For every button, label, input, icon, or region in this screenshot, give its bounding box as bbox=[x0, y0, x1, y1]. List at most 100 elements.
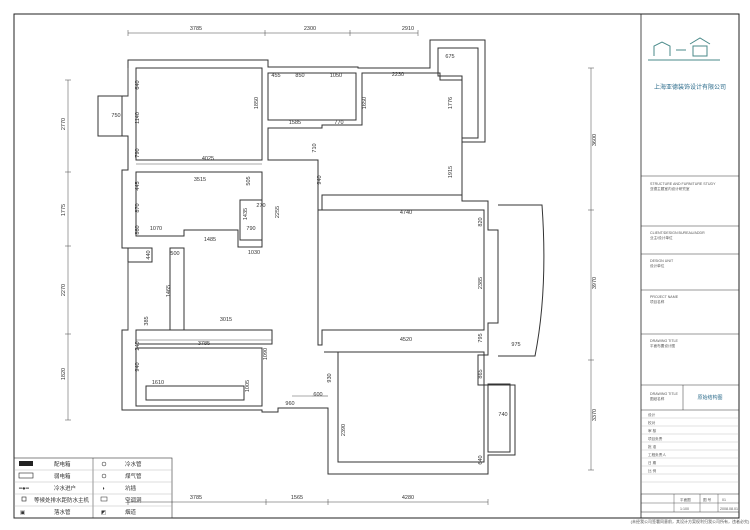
dim: 770 bbox=[334, 120, 343, 126]
dim: 860 bbox=[135, 225, 141, 234]
dim: 240 bbox=[135, 341, 141, 350]
tb-row-en: CLIENT/DESIGN BUREAU/ADDR bbox=[650, 231, 705, 235]
dim-top-3: 2910 bbox=[402, 26, 414, 32]
dim: 940 bbox=[135, 362, 141, 371]
dim: 740 bbox=[498, 412, 507, 418]
tb-row-cn: 平面布置设计图 bbox=[650, 343, 676, 348]
company-logo-icon bbox=[648, 37, 720, 61]
legend-label: 弱电箱 bbox=[54, 472, 71, 480]
dim-top-1: 3785 bbox=[190, 26, 202, 32]
dim: 4520 bbox=[400, 337, 412, 343]
dim: 870 bbox=[135, 203, 141, 212]
dim: 675 bbox=[445, 54, 454, 60]
dim: 1050 bbox=[330, 73, 342, 79]
dim-bottom-3: 4280 bbox=[402, 495, 414, 501]
dimension-lines bbox=[65, 30, 594, 505]
tb-info: 批 准 bbox=[648, 444, 657, 449]
company-name: 上海亚德装饰设计有限公司 bbox=[654, 83, 726, 91]
dim: 440 bbox=[146, 250, 152, 259]
dim: 1650 bbox=[362, 97, 368, 109]
dim: 1485 bbox=[204, 237, 216, 243]
tb-row-cn: 设计单位 bbox=[650, 263, 665, 268]
dim: 3785 bbox=[198, 341, 210, 347]
legend-label: 冷水管 bbox=[125, 460, 142, 468]
dim-right-1: 3600 bbox=[592, 134, 598, 146]
dim: 640 bbox=[135, 80, 141, 89]
floor-plan bbox=[97, 39, 545, 475]
dim: 1585 bbox=[289, 120, 301, 126]
tb-footer: 2008.08.01 bbox=[720, 507, 738, 511]
tb-info: 工程负责人 bbox=[648, 452, 666, 457]
dim: 1090 bbox=[263, 348, 269, 360]
dim: 850 bbox=[295, 73, 304, 79]
dim: 270 bbox=[256, 203, 265, 209]
tb-row-cn: 亚德主题室内设计研究室 bbox=[650, 186, 690, 191]
dim: 960 bbox=[285, 401, 294, 407]
dim: 385 bbox=[144, 316, 150, 325]
tb-row-cn: 业主/设计单位 bbox=[650, 235, 673, 240]
legend-label: 落水管 bbox=[54, 508, 71, 516]
dim: 600 bbox=[313, 392, 322, 398]
dim: 1776 bbox=[448, 97, 454, 109]
legend: ━●━ ▣ ◗ ◩ 配电箱 弱电箱 冷水进户 等候处排水距防水主机 落水管 冷水… bbox=[13, 457, 173, 519]
gas-pipe-icon bbox=[101, 473, 107, 479]
dim: 940 bbox=[317, 175, 323, 184]
dim: 500 bbox=[170, 251, 179, 257]
dim: 975 bbox=[511, 342, 520, 348]
dim: 820 bbox=[478, 217, 484, 226]
dim-left-3: 2270 bbox=[61, 284, 67, 296]
copyright-note: (未经我公司签署同意前，其设计方案权利归我公司所有，违者必究) bbox=[631, 518, 750, 524]
tb-row-en: DESIGN UNIT bbox=[650, 259, 674, 263]
tb-info: 审 核 bbox=[648, 428, 657, 433]
legend-label: 空调洞 bbox=[125, 496, 142, 504]
tb-row-cn: 项目名称 bbox=[650, 299, 665, 304]
dim: 930 bbox=[327, 373, 333, 382]
dim: 2385 bbox=[478, 277, 484, 289]
tb-row-en: DRAWING TITLE bbox=[650, 339, 679, 343]
dim: 2390 bbox=[341, 424, 347, 436]
legend-label: 坑插 bbox=[125, 484, 137, 492]
dim-top-2: 2300 bbox=[304, 26, 316, 32]
legend-label: 配电箱 bbox=[54, 460, 71, 468]
tb-footer: 图 号 bbox=[703, 497, 712, 502]
tb-row-en: STRUCTURE AND FURNITURE STUDY bbox=[650, 182, 716, 186]
dim: 865 bbox=[478, 369, 484, 378]
tb-footer: 1:100 bbox=[680, 507, 689, 511]
tb-info: 校对 bbox=[648, 420, 656, 425]
tb-row-en: PROJECT NAME bbox=[650, 295, 679, 299]
dim: 640 bbox=[478, 455, 484, 464]
legend-label: 煤气管 bbox=[125, 472, 142, 480]
dim: 750 bbox=[111, 113, 120, 119]
dim: 505 bbox=[246, 176, 252, 185]
tb-info: 项目负责 bbox=[648, 436, 663, 441]
drawing-title-label: DRAWING TITLE bbox=[650, 392, 679, 396]
pit-socket-icon: ◗ bbox=[102, 486, 105, 492]
dim: 1070 bbox=[150, 226, 162, 232]
dim-left-2: 1775 bbox=[61, 204, 67, 216]
dim-bottom-1: 3785 bbox=[190, 495, 202, 501]
dim-bottom-2: 1565 bbox=[291, 495, 303, 501]
dim: 1915 bbox=[448, 166, 454, 178]
distribution-box-icon bbox=[19, 461, 33, 466]
ac-hole-icon bbox=[100, 496, 108, 502]
dimension-labels: 3785 2300 2910 455 850 1050 2230 675 378… bbox=[61, 26, 598, 501]
dim: 790 bbox=[135, 148, 141, 157]
dim-left-1: 2770 bbox=[61, 118, 67, 130]
dim-right-2: 3970 bbox=[592, 277, 598, 289]
dim: 3015 bbox=[220, 317, 232, 323]
dim: 1850 bbox=[254, 97, 260, 109]
dim: 795 bbox=[478, 333, 484, 342]
dim: 1435 bbox=[243, 208, 249, 220]
dim: 710 bbox=[312, 143, 318, 152]
dim: 455 bbox=[271, 73, 280, 79]
dim: 2230 bbox=[392, 72, 404, 78]
dim: 790 bbox=[246, 226, 255, 232]
dim-right-3: 3370 bbox=[592, 409, 598, 421]
tb-footer: 01 bbox=[722, 498, 726, 502]
inlet-icon: ━●━ bbox=[18, 486, 30, 492]
dim: 3515 bbox=[194, 177, 206, 183]
dim: 1465 bbox=[166, 285, 172, 297]
drain-icon bbox=[21, 496, 27, 502]
dim: 445 bbox=[135, 181, 141, 190]
